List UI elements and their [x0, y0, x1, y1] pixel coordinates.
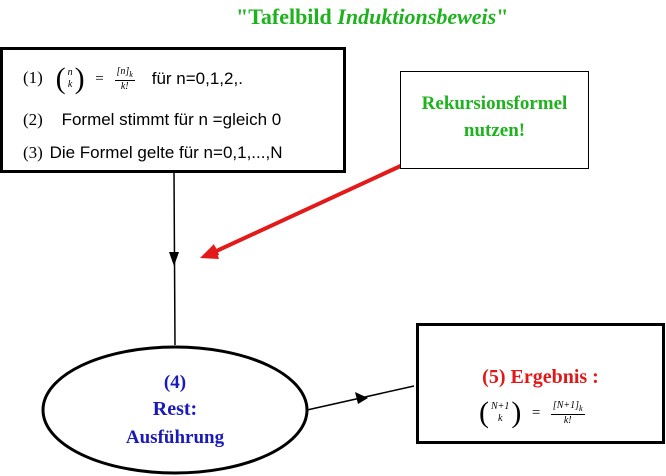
- fraction-5-numerator: [N+1]: [552, 400, 579, 411]
- rest-label: Rest:: [152, 398, 198, 420]
- step-1: (1) ( n k ) = [n]k k! für n=0,1,2,.: [23, 64, 243, 94]
- binomial-5: ( N+1 k ): [479, 396, 522, 429]
- binomial-1-top: n: [67, 67, 73, 78]
- title-italic: Induktionsbeweis: [337, 4, 497, 29]
- steps-box: (1) ( n k ) = [n]k k! für n=0,1,2,. (2) …: [0, 47, 346, 173]
- fraction-5-denominator: k!: [563, 415, 572, 426]
- rekursion-line-1: Rekursionsformel: [421, 93, 568, 114]
- binomial-1: ( n k ): [55, 62, 85, 95]
- title-main: "Tafelbild: [236, 4, 332, 29]
- step-2: (2) Formel stimmt für n =gleich 0: [23, 110, 281, 130]
- rest-ausfuehrung: Ausführung: [125, 427, 225, 448]
- step-1-text: für n=0,1,2,.: [151, 69, 243, 88]
- title-close: ": [496, 4, 509, 29]
- step-3: (3) Die Formel gelte für n=0,1,...,N: [23, 143, 282, 163]
- fraction-5-sub: k: [579, 404, 583, 413]
- fraction-1-numerator: [n]: [116, 66, 130, 77]
- equals-1: =: [95, 70, 104, 87]
- rekursion-line-2: nutzen!: [463, 120, 526, 141]
- equals-5: =: [531, 404, 541, 421]
- red-arrowhead: [200, 244, 219, 259]
- step-1-number: (1): [23, 68, 43, 88]
- fraction-5: [N+1]k k!: [550, 400, 585, 426]
- rest-number: (4): [163, 372, 187, 393]
- step-3-text: Die Formel gelte für n=0,1,...,N: [49, 143, 283, 162]
- rest-ellipse: [41, 345, 309, 475]
- arrowhead-right: [355, 392, 368, 404]
- result-box: (5) Ergebnis : ( N+1 k ) = [N+1]k k!: [416, 323, 665, 444]
- step-3-number: (3): [23, 143, 43, 162]
- page-title: "Tafelbild Induktionsbeweis": [236, 4, 508, 30]
- result-title: (5) Ergebnis :: [482, 366, 599, 388]
- step-2-text: Formel stimmt für n =gleich 0: [61, 110, 282, 129]
- binomial-5-bottom: k: [497, 413, 503, 424]
- fraction-1-sub: k: [129, 70, 133, 79]
- fraction-1: [n]k k!: [114, 66, 135, 92]
- binomial-5-top: N+1: [491, 401, 510, 412]
- arrowhead-down: [169, 252, 179, 266]
- fraction-1-denominator: k!: [120, 81, 129, 92]
- binomial-1-bottom: k: [67, 79, 73, 90]
- result-formula: ( N+1 k ) = [N+1]k k!: [479, 398, 585, 428]
- rekursion-box: Rekursionsformel nutzen!: [400, 71, 589, 169]
- step-2-number: (2): [23, 110, 43, 129]
- red-arrow-rekursion: [208, 155, 421, 256]
